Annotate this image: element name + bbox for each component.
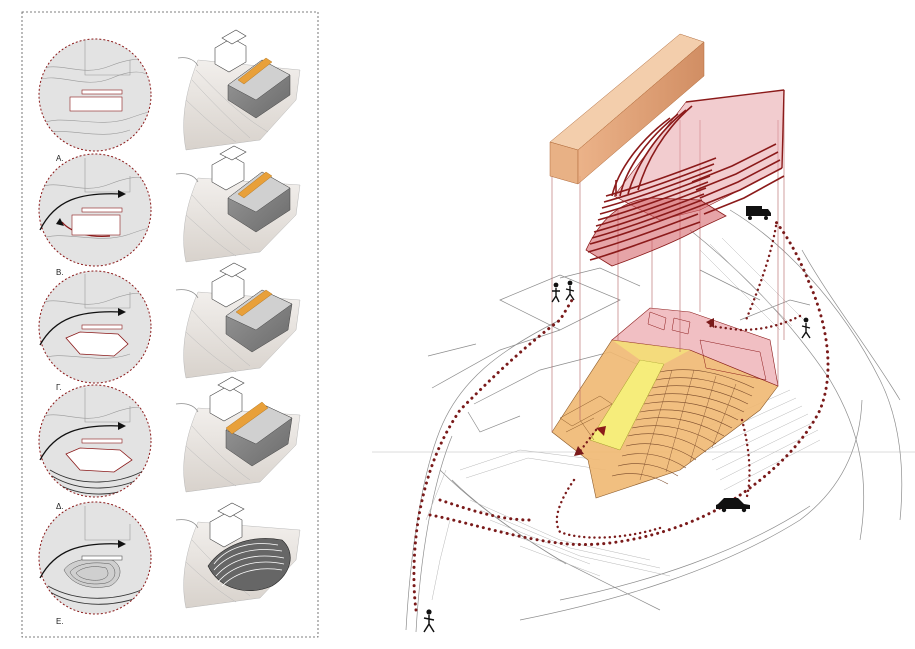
- step-b-axonometric: [175, 145, 301, 263]
- step-b: Β.: [38, 145, 301, 277]
- pedestrians-icon: [551, 280, 575, 303]
- walking-person-icon-2: [423, 609, 435, 633]
- step-c: Γ.: [38, 262, 301, 392]
- step-e-label: Ε.: [56, 617, 64, 626]
- step-e: Ε.: [38, 501, 301, 626]
- step-d-axonometric: [175, 376, 301, 493]
- step-a-block: [69, 96, 123, 112]
- step-a-circle: [38, 38, 152, 152]
- step-b-access-arrow: [39, 193, 123, 231]
- circulation-paths: [412, 220, 830, 612]
- step-e-axonometric: [175, 502, 301, 609]
- step-a-axonometric: [177, 29, 301, 151]
- step-d-footprint: [65, 447, 133, 473]
- evolution-panel: Α.: [21, 11, 319, 638]
- step-b-label: Β.: [56, 268, 64, 277]
- ground-plan: [551, 307, 779, 499]
- step-d: Δ.: [38, 376, 301, 511]
- step-c-label: Γ.: [56, 383, 62, 392]
- car-icon: [716, 498, 750, 513]
- exploded-axonometric: [372, 33, 915, 633]
- fly-tower-volume: [549, 33, 705, 185]
- step-c-axonometric: [175, 262, 301, 379]
- step-d-label: Δ.: [56, 502, 64, 511]
- truck-icon: [746, 206, 771, 220]
- step-a-label: Α.: [56, 154, 64, 163]
- walking-person-icon: [801, 317, 811, 339]
- shell-ribs: [587, 105, 785, 261]
- panel-border: [21, 11, 319, 638]
- step-c-footprint: [65, 331, 129, 357]
- step-a: Α.: [38, 29, 301, 163]
- seating-rows: [611, 369, 755, 485]
- ribbed-shell: [585, 89, 785, 267]
